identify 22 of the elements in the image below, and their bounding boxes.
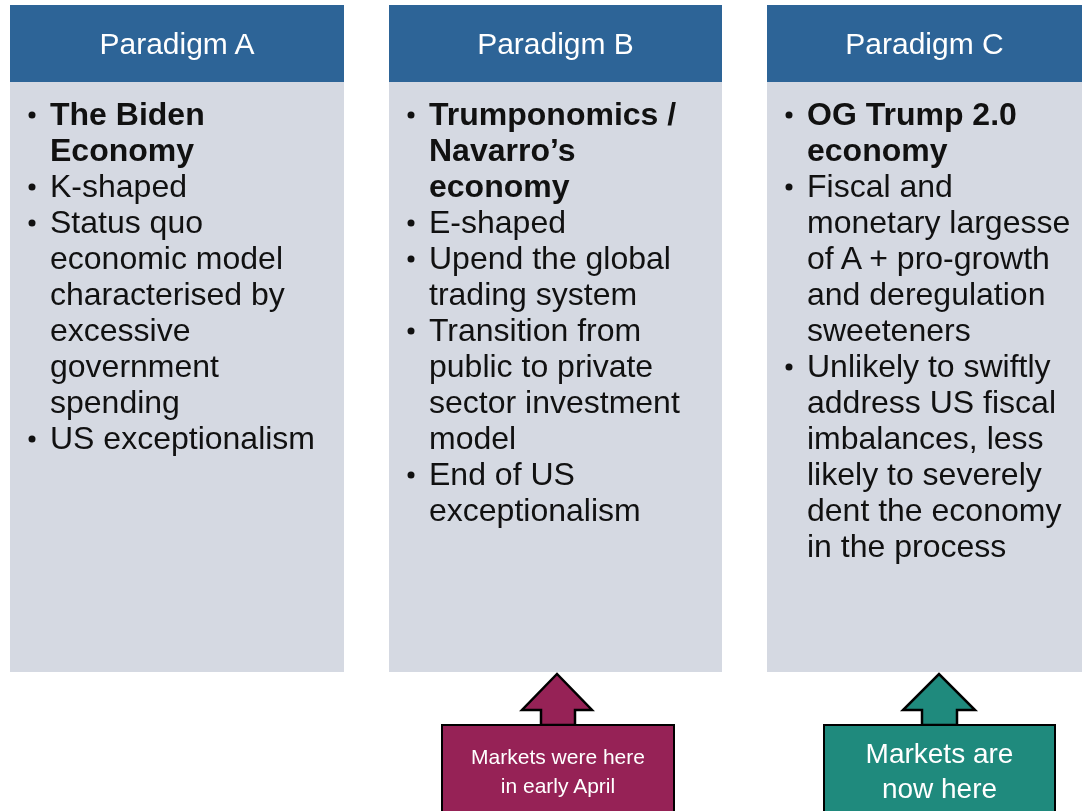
bullet-text: Trumponomics / Navarro’s economy xyxy=(429,96,678,204)
bullet-text: Transition from public to private sector investment model xyxy=(429,312,681,456)
bullet-text: E-shaped xyxy=(429,204,566,240)
column-header: Paradigm C xyxy=(767,5,1082,82)
paradigm-column xyxy=(767,5,1082,672)
bullet-text: OG Trump 2.0 economy xyxy=(807,96,1018,168)
bullet-text: Unlikely to swiftly address US fiscal imbalances, less likely to severely dent the economy in the process xyxy=(807,348,1063,564)
bullet-text: Status quo economic model characterised by excessive government spending xyxy=(50,204,286,420)
callout-box: Markets are now here xyxy=(823,724,1056,811)
column-header: Paradigm A xyxy=(10,5,344,82)
callout-box: Markets were here in early April xyxy=(441,724,675,811)
bullet-text: End of US exceptionalism xyxy=(429,456,642,528)
block-arrow xyxy=(900,672,978,727)
column-header: Paradigm B xyxy=(389,5,722,82)
bullet-text: US exceptionalism xyxy=(50,420,315,456)
bullet-text: Fiscal and monetary largesse of A + pro-growth and deregulation sweeteners xyxy=(807,168,1072,348)
paradigm-column xyxy=(10,5,344,672)
bullet-text: Upend the global trading system xyxy=(429,240,672,312)
block-arrow xyxy=(519,672,595,727)
bullet-text: K-shaped xyxy=(50,168,187,204)
paradigm-column xyxy=(389,5,722,672)
bullet-text: The Biden Economy xyxy=(50,96,206,168)
